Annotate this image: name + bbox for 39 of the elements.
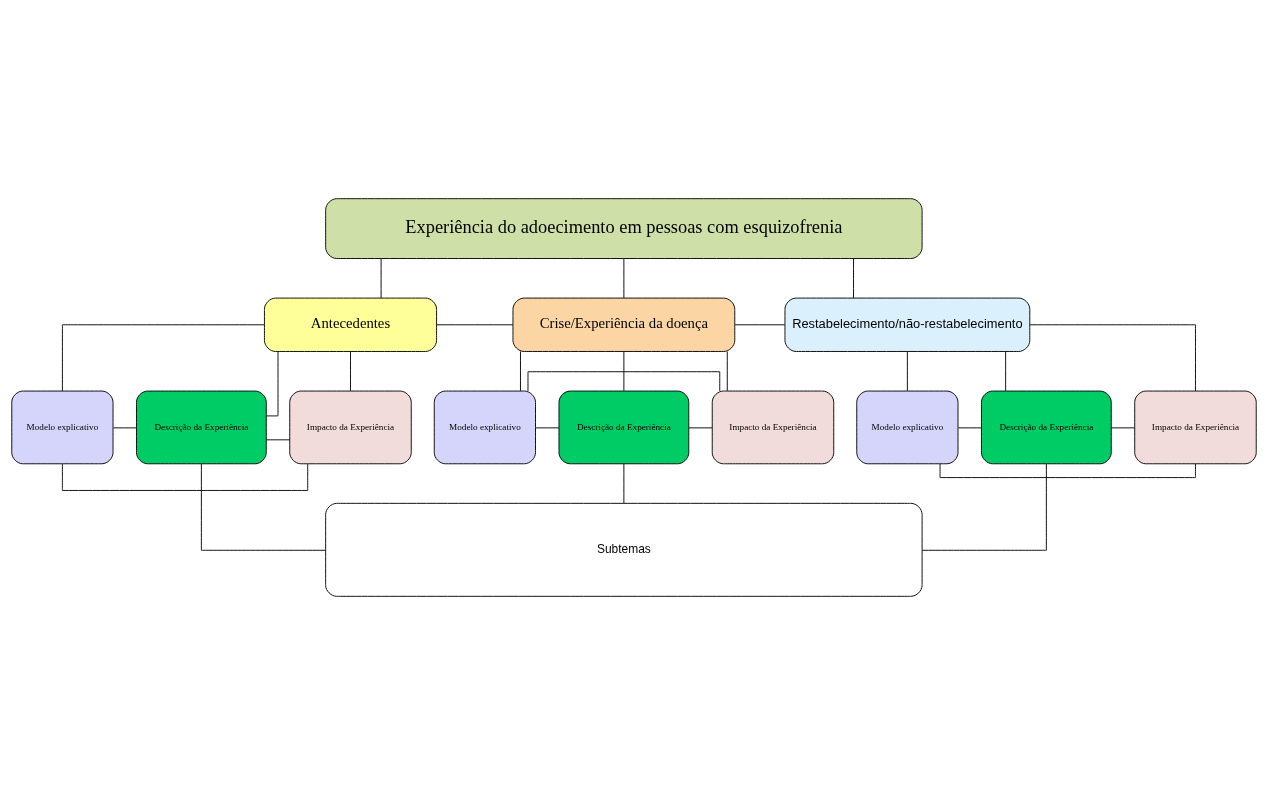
node-box: Antecedentes xyxy=(264,297,437,352)
node-box: Subtemas xyxy=(325,502,923,597)
node-box: Impacto da Experiência xyxy=(289,390,412,464)
connector xyxy=(734,323,786,325)
connector xyxy=(200,463,327,551)
connector xyxy=(520,350,521,391)
node-box: Descrição da Experiência xyxy=(136,390,267,464)
node-box: Impacto da Experiência xyxy=(711,390,835,464)
connector xyxy=(623,462,625,504)
connector xyxy=(688,426,713,428)
connector xyxy=(535,426,560,428)
connector xyxy=(527,370,721,391)
connector xyxy=(623,257,625,298)
node-box: Modelo explicativo xyxy=(856,390,959,464)
connector xyxy=(112,426,137,428)
connector xyxy=(957,426,982,428)
node-box: Modelo explicativo xyxy=(11,390,114,464)
connector xyxy=(921,463,1047,551)
connector xyxy=(1005,350,1007,391)
connector xyxy=(61,463,309,491)
connector xyxy=(1110,426,1136,428)
connector xyxy=(853,257,854,298)
connector xyxy=(623,350,625,391)
connector xyxy=(1029,323,1196,391)
connector xyxy=(265,438,291,440)
connector xyxy=(906,350,908,391)
node-box: Modelo explicativo xyxy=(433,390,536,464)
node-box: Crise/Experiência da doença xyxy=(512,297,736,352)
connector xyxy=(265,350,279,416)
connector xyxy=(61,323,265,391)
connector xyxy=(350,350,351,391)
connector xyxy=(380,257,382,298)
connector xyxy=(726,350,728,391)
node-box: Restabelecimento/não-restabelecimento xyxy=(784,297,1031,352)
connector xyxy=(436,323,514,325)
node-box: Descrição da Experiência xyxy=(558,390,690,464)
node-box: Descrição da Experiência xyxy=(981,390,1112,464)
node-box: Experiência do adoecimento em pessoas com esquizofrenia xyxy=(325,197,923,259)
node-box: Impacto da Experiência xyxy=(1134,390,1257,464)
